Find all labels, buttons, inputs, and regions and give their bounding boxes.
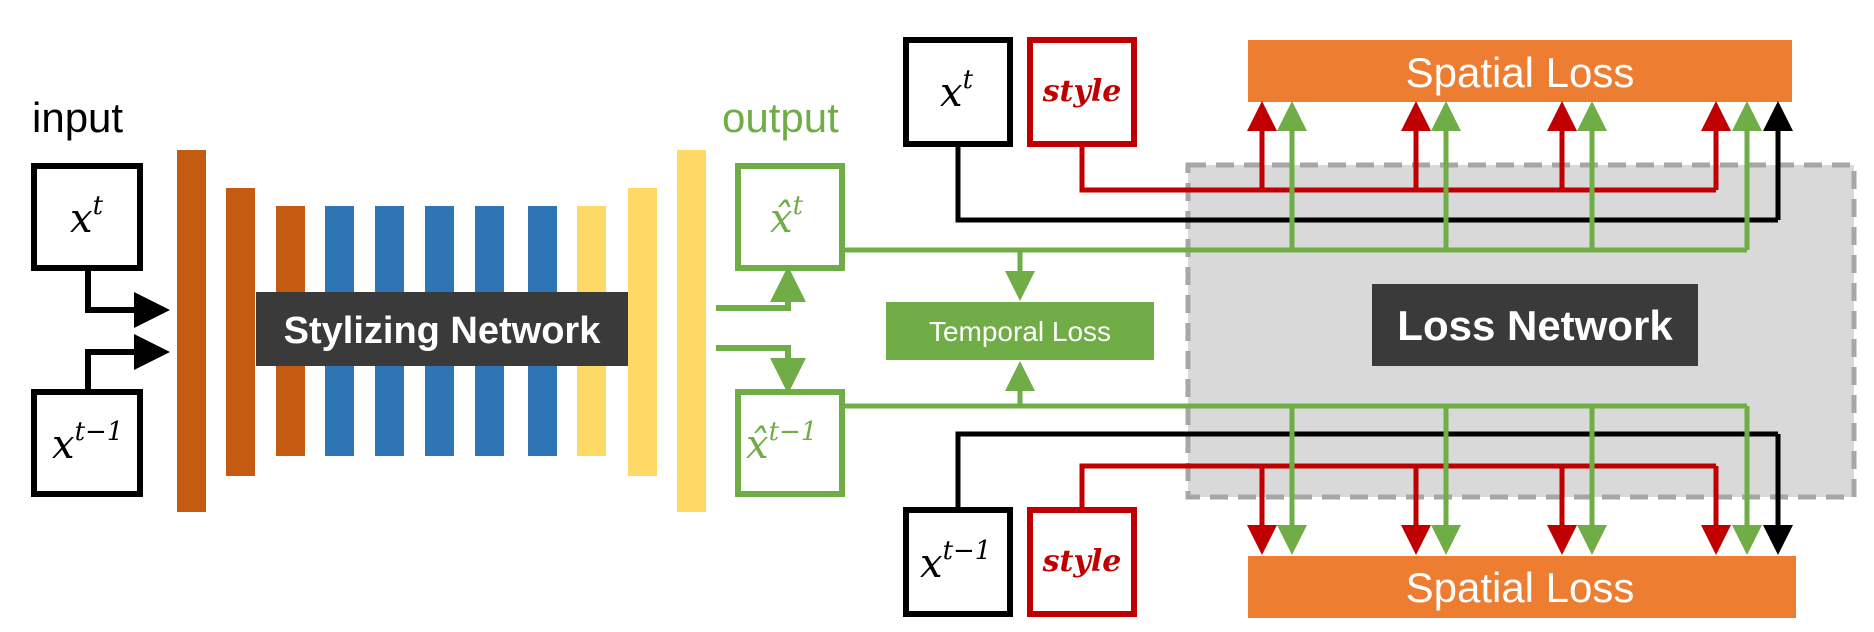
input-xt1-label: xt−1 bbox=[52, 417, 123, 468]
spatial-loss-bottom-box bbox=[1248, 556, 1796, 618]
bottom-xt1-line bbox=[955, 431, 1778, 510]
top-xt-box bbox=[903, 37, 1013, 147]
style-top-label: style bbox=[1042, 74, 1122, 109]
top-xt-label: xt bbox=[940, 65, 974, 116]
output-xt-label: x̂t bbox=[770, 191, 804, 242]
temporal-loss-label: Temporal Loss bbox=[929, 316, 1111, 347]
output-xt1-label: x̂t−1 bbox=[746, 417, 817, 468]
network-to-output-xt-arrow bbox=[716, 266, 806, 311]
style-bottom-label: style bbox=[1042, 544, 1122, 579]
style-top-line bbox=[1079, 144, 1716, 193]
spatial-loss-top-label: Spatial Loss bbox=[1406, 49, 1635, 96]
output-label: output bbox=[722, 94, 839, 141]
input-xt1-arrow bbox=[85, 334, 170, 392]
input-label: input bbox=[32, 94, 123, 141]
spatial-loss-bottom-label: Spatial Loss bbox=[1406, 564, 1635, 611]
temporal-loss-box bbox=[886, 302, 1154, 360]
style-bottom-box bbox=[1027, 507, 1137, 617]
spatial-loss-top-box bbox=[1248, 40, 1792, 102]
loss-network-label-bg bbox=[1372, 284, 1698, 366]
decoder-layer-3 bbox=[677, 150, 706, 512]
input-xt-arrow bbox=[85, 268, 170, 328]
stylizing-network-label-bg bbox=[256, 292, 628, 366]
output-xt1-box bbox=[735, 389, 845, 497]
top-xt-line bbox=[955, 144, 1778, 223]
input-xt-label: xt bbox=[70, 191, 104, 242]
decoder-layer-2 bbox=[628, 188, 657, 476]
style-top-box bbox=[1027, 37, 1137, 147]
encoder-layer-1 bbox=[177, 150, 206, 512]
network-to-output-xt1-arrow bbox=[716, 345, 806, 394]
input-xt-box bbox=[31, 163, 143, 271]
style-bottom-line bbox=[1079, 463, 1716, 510]
encoder-layer-2 bbox=[226, 188, 255, 476]
bottom-xt1-box bbox=[903, 507, 1013, 617]
loss-network-label: Loss Network bbox=[1397, 302, 1673, 349]
output-xt-box bbox=[735, 163, 845, 271]
stylizing-network-label: Stylizing Network bbox=[284, 310, 602, 352]
bottom-xt1-label: xt−1 bbox=[920, 536, 991, 587]
